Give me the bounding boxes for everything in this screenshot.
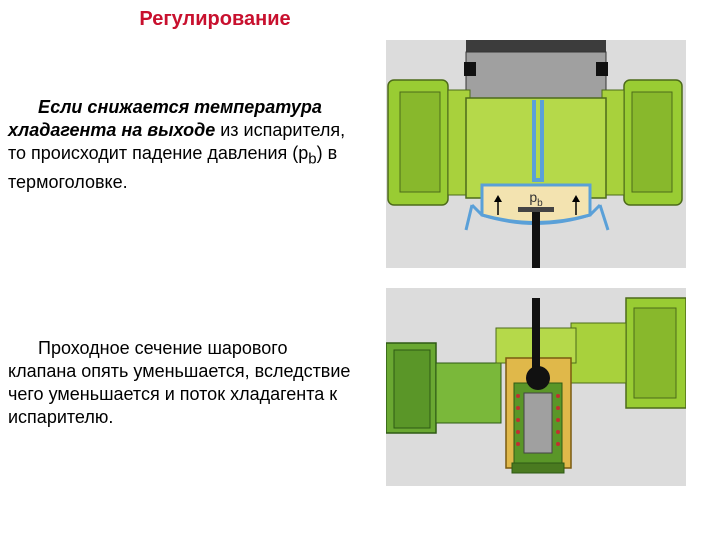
ball-valve-diagram bbox=[386, 288, 686, 486]
paragraph-pressure-drop: Если снижается температура хладагента на… bbox=[8, 96, 353, 194]
subscript-b: b bbox=[308, 150, 317, 168]
bold-phrase-2: хладагента на выходе bbox=[8, 120, 216, 140]
paragraph-flow-reduction: Проходное сечение шарового клапана опять… bbox=[8, 337, 353, 429]
diagram-label-sub: b bbox=[537, 198, 543, 209]
normal-text-2: ) в термоголовке. bbox=[8, 143, 338, 192]
paragraph-2-text: Проходное сечение шарового клапана опять… bbox=[8, 338, 351, 427]
bold-phrase-1: Если снижается температура bbox=[38, 97, 322, 117]
normal-text-1: из испарителя, то происходит падение дав… bbox=[8, 120, 346, 163]
svg-text:pb: pb bbox=[529, 189, 543, 209]
diagram-label-p: p bbox=[529, 189, 537, 205]
slide-title: Регулирование bbox=[139, 8, 291, 30]
thermo-head-diagram: pb bbox=[386, 40, 686, 268]
